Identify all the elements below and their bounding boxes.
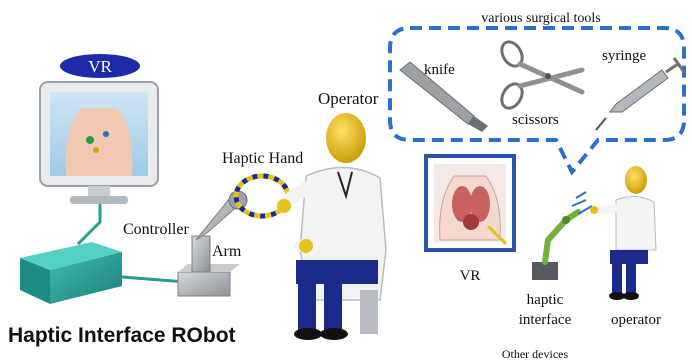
vr-marker [93, 147, 99, 153]
tools-callout-border [388, 26, 686, 176]
syringe-icon [595, 57, 686, 131]
knife-icon [399, 61, 488, 132]
operator-label: Operator [318, 89, 379, 108]
vr-patient-torso [65, 108, 133, 176]
operator-figure [277, 113, 387, 340]
vr-label-right: VR [460, 268, 481, 284]
cables [76, 204, 187, 284]
arm-label: Arm [212, 243, 242, 260]
controller-label: Controller [123, 221, 189, 238]
knife-label: knife [424, 62, 455, 78]
haptic-hand-label: Haptic Hand [222, 150, 303, 167]
scissors-icon [500, 40, 585, 110]
haptic-interface-label-line2: interface [519, 312, 572, 328]
vr-badge [60, 54, 140, 78]
vr-monitor: VR [39, 54, 159, 204]
operator-label-right: operator [611, 312, 661, 328]
operator-head [326, 113, 366, 163]
other-devices-label: Other devices [502, 347, 569, 361]
vr-marker [103, 131, 109, 137]
diagram-title: Haptic Interface RObot [8, 324, 236, 347]
operator-figure-small [590, 166, 657, 300]
monitor-base [70, 196, 128, 204]
monitor-neck [88, 186, 110, 196]
haptic-interface-device [532, 191, 593, 280]
controller-box [20, 242, 122, 304]
tools-heading: various surgical tools [481, 11, 601, 26]
operator-pants [296, 260, 378, 284]
haptic-interface-label-line1: haptic [527, 292, 564, 308]
syringe-label: syringe [602, 48, 647, 64]
scissors-label: scissors [512, 112, 559, 128]
vr-frame [424, 154, 516, 252]
operator-chair [360, 290, 378, 334]
vr-marker [86, 136, 94, 144]
vr-badge-label: VR [88, 57, 112, 76]
